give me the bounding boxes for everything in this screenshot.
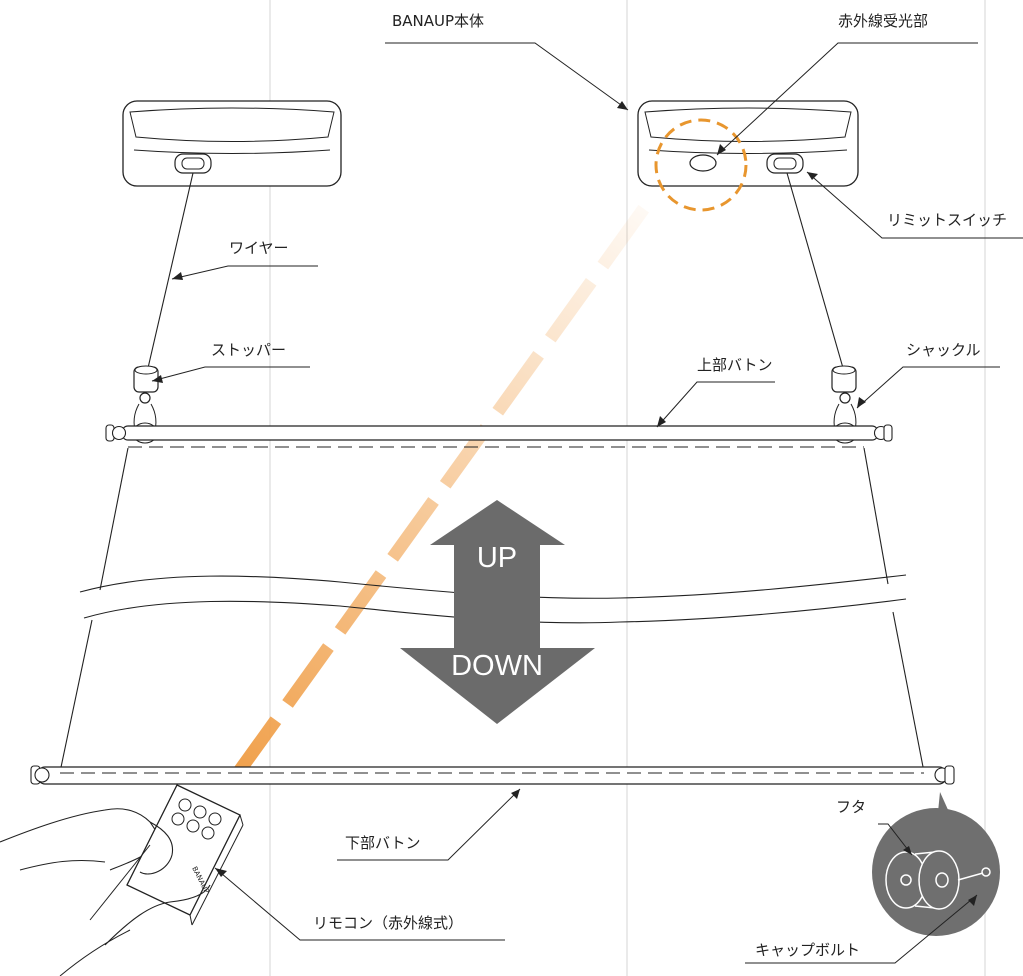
up-down-arrow-icon — [400, 500, 595, 724]
label-stopper: ストッパー — [211, 341, 286, 359]
label-remote: リモコン（赤外線式） — [313, 914, 463, 932]
lower-baton — [30, 765, 955, 785]
left-stopper — [133, 365, 159, 404]
label-cap-bolt: キャップボルト — [755, 941, 860, 959]
label-shackle: シャックル — [906, 341, 981, 359]
left-motor-unit — [122, 100, 342, 187]
leader-lines — [151, 42, 1023, 964]
label-ir-receiver: 赤外線受光部 — [838, 12, 928, 30]
label-lower-baton: 下部バトン — [345, 834, 420, 852]
cap-detail — [872, 792, 1000, 936]
label-limit-switch: リミットスイッチ — [887, 211, 1007, 229]
ir-receiver-highlight — [654, 118, 748, 212]
label-upper-baton: 上部バトン — [697, 356, 772, 374]
right-wire — [786, 172, 844, 369]
down-label: DOWN — [451, 650, 543, 682]
right-motor-unit — [637, 100, 859, 187]
guide-lines — [269, 0, 986, 976]
remote-control: BANAUP — [0, 784, 244, 976]
arrowheads — [152, 101, 977, 906]
left-wire — [147, 172, 194, 369]
label-banaup-body: BANAUP本体 — [392, 12, 484, 30]
ir-receiver-lens — [689, 154, 717, 172]
ir-beam — [229, 196, 656, 781]
up-label: UP — [477, 542, 517, 574]
upper-baton — [105, 424, 893, 448]
right-stopper — [831, 365, 857, 404]
label-wire: ワイヤー — [229, 239, 289, 257]
label-lid: フタ — [836, 798, 866, 816]
